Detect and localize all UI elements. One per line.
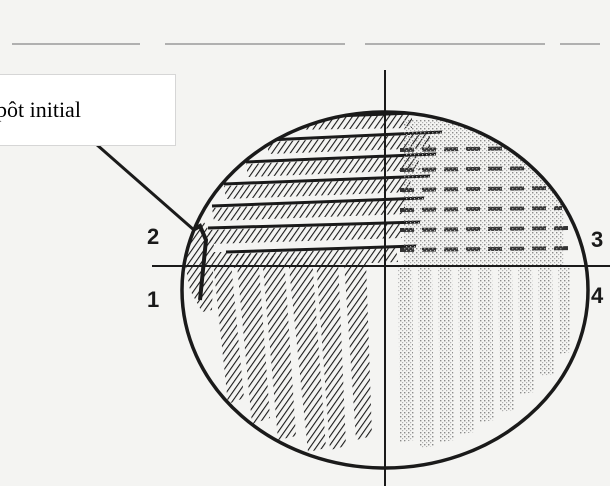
callout-box: pôt initial [0,74,176,146]
callout-pointer-line [95,142,195,232]
quadrant-label-3: 3 [591,227,604,252]
streak-content [184,112,577,452]
quadrant-label-2: 2 [147,224,160,249]
quadrant-1-streaks [212,252,372,452]
callout-label: pôt initial [0,97,81,122]
quadrant-label-1: 1 [147,287,160,312]
quadrant-3-dots [404,120,564,265]
quadrant-4-streaks [398,266,570,448]
quadrant-label-4: 4 [591,283,604,308]
